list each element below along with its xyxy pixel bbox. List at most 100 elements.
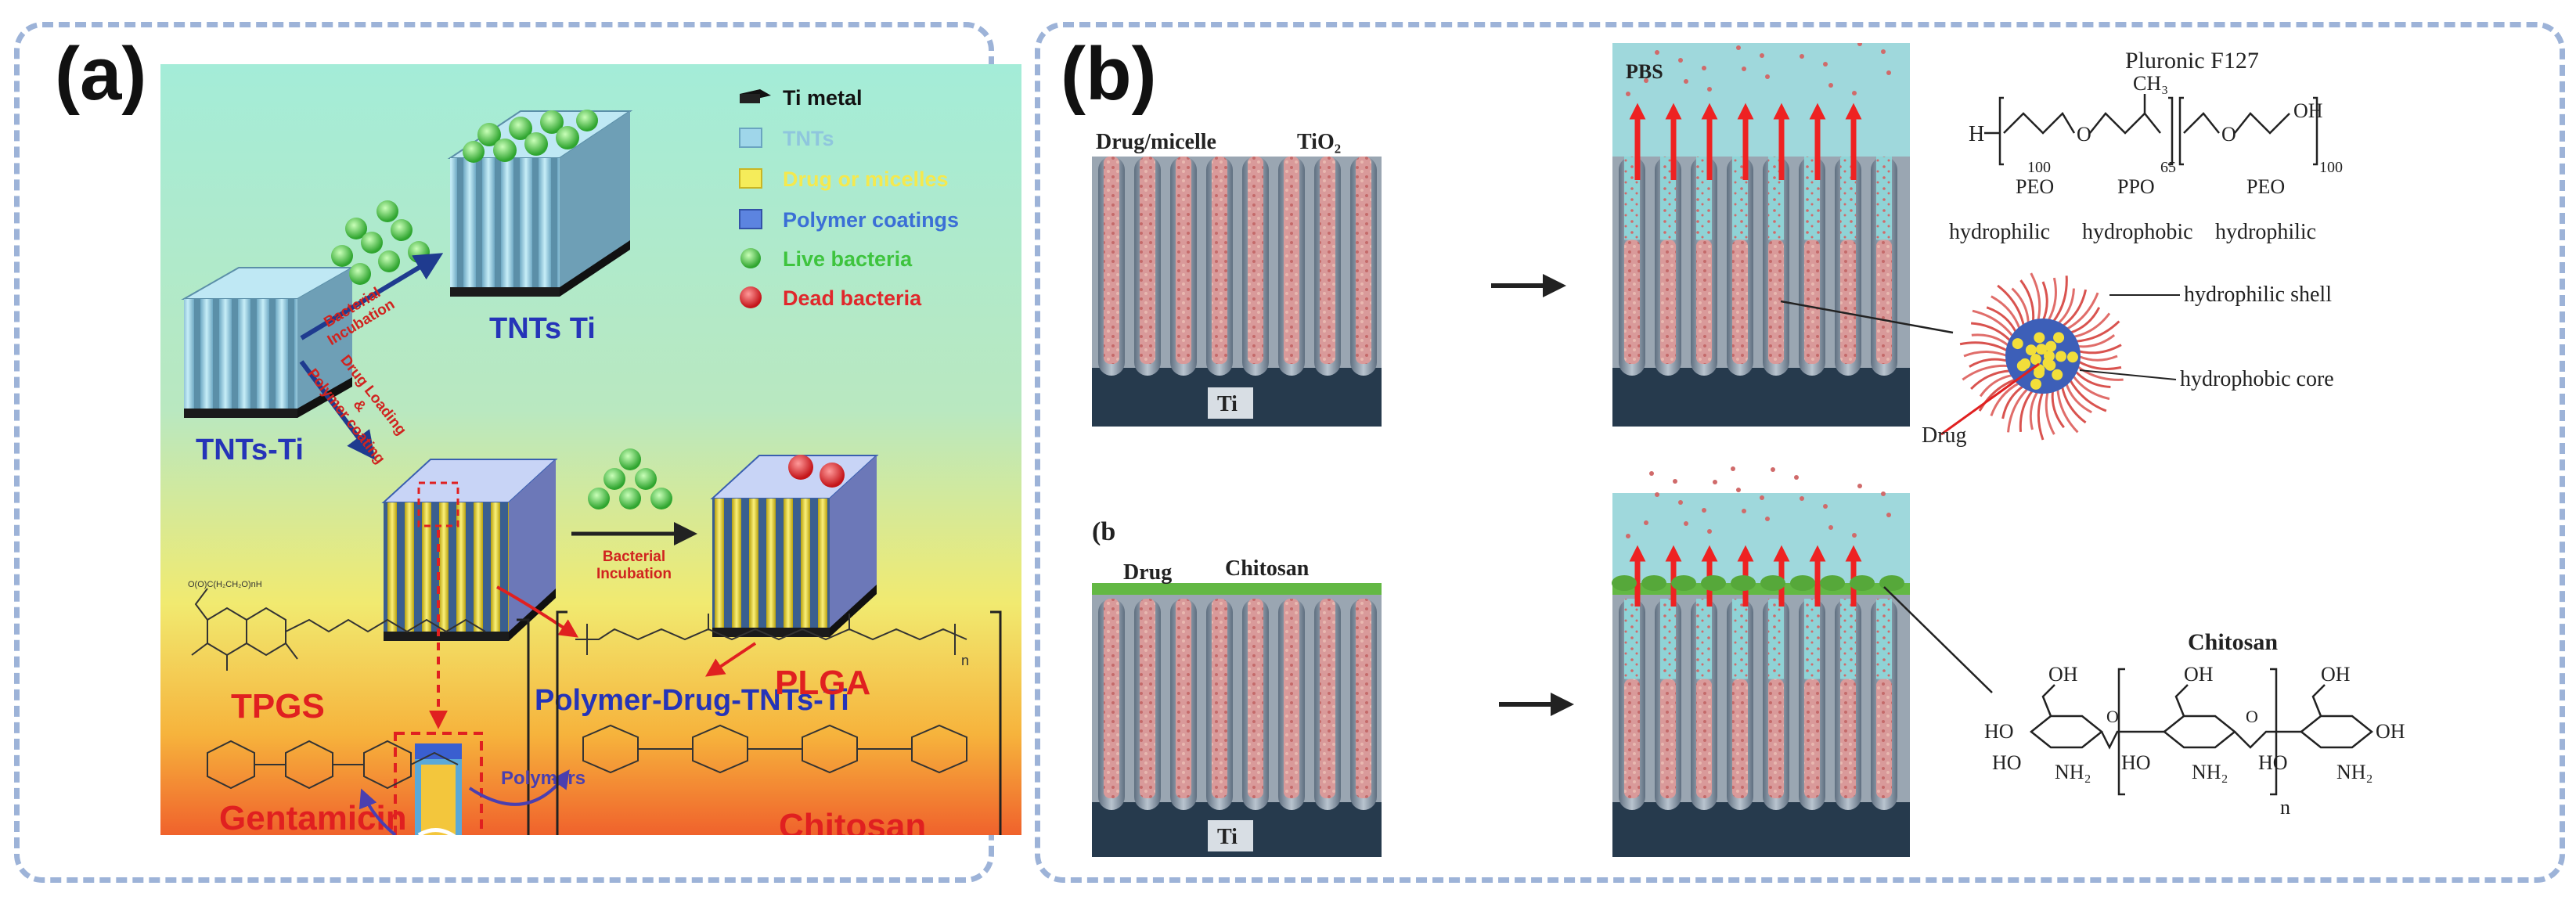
- legend-live-bacteria-icon: [740, 248, 761, 268]
- bacteria-on-top-block: [463, 110, 598, 163]
- bracket-left: [517, 618, 530, 835]
- label-hydrophilic-2: hydrophilic: [2215, 220, 2316, 244]
- bottom-right-array: [1612, 466, 1910, 857]
- label-ti-top: Ti: [1217, 392, 1238, 416]
- panel-b-figure: Drug/micelle TiO₂ Ti PBS Pluronic F127 H…: [1092, 43, 2405, 857]
- label-hydrophobic: hydrophobic: [2082, 220, 2193, 244]
- label-polymers: Polymers: [501, 768, 585, 789]
- panel-b-letter: (b): [1061, 32, 1157, 116]
- arrow-to-drug-loading: [299, 360, 376, 460]
- label-hydrophilic-1: hydrophilic: [1949, 220, 2050, 244]
- arrow-to-tnts-ti: [300, 253, 444, 340]
- panel-a-figure: Ti metal TNTs Drug or micelles Polymer c…: [160, 64, 1021, 835]
- label-tio2: TiO₂: [1297, 130, 1341, 154]
- ti-label-box-top: [1208, 387, 1253, 419]
- dead-bacteria-1: [788, 455, 813, 480]
- top-right-array: [1612, 43, 1910, 427]
- chitosan-structure-a: [582, 724, 967, 774]
- chitosan-nh2-2: NH₂: [2192, 761, 2228, 783]
- chitosan-oh-1: OH: [2048, 663, 2078, 686]
- label-peo-2: PEO: [2246, 175, 2285, 198]
- red-arrow-right: [705, 642, 757, 677]
- panel-a-letter: (a): [55, 32, 147, 116]
- label-pbs: PBS: [1626, 60, 1663, 83]
- pluronic-oh: OH: [2293, 99, 2323, 122]
- label-tnts-ti-left: TNTs-Ti: [196, 434, 304, 466]
- polymer-drug-block-middle: [381, 459, 558, 641]
- pluronic-o1: O: [2077, 123, 2091, 146]
- panel-a-legend: Ti metal TNTs Drug or micelles Polymer c…: [739, 86, 959, 310]
- chitosan-ho-4: HO: [2258, 751, 2288, 774]
- pluronic-o2: O: [2221, 123, 2236, 146]
- drug-tube: [394, 732, 483, 835]
- pbs-region: [1612, 43, 1910, 160]
- chitosan-ho-2: HO: [1992, 751, 2022, 774]
- pluronic-sub-65: 65: [2160, 159, 2176, 176]
- label-ti-bottom: Ti: [1217, 825, 1238, 849]
- label-polymer-drug-tnts-ti: Polymer-Drug-TNTs-Ti: [535, 684, 849, 717]
- label-chitosan-top: Chitosan: [1225, 556, 1310, 581]
- label-plga: PLGA: [775, 664, 870, 702]
- gentamicin-structure: [207, 740, 459, 790]
- micelle: [1940, 272, 2180, 441]
- polymer-drug-block-right: [710, 455, 879, 637]
- legend-drug: [739, 168, 762, 189]
- chitosan-nh2-3: NH₂: [2336, 761, 2373, 783]
- chitosan-o-2: O: [2246, 707, 2258, 726]
- legend-tnts: [739, 128, 762, 148]
- label-drug-bottom: Drug: [1123, 560, 1172, 585]
- label-bacterial-incubation-2a: Bacterial: [603, 549, 665, 565]
- chitosan-o-1: O: [2106, 707, 2119, 726]
- panel-b-letter-2: (b: [1092, 517, 1115, 546]
- bracket-plga-left: [556, 610, 567, 835]
- leader-micelle: [1780, 300, 1954, 334]
- label-ppo: PPO: [2117, 175, 2155, 198]
- panel-b-frame: [1035, 22, 2565, 883]
- pluronic-structure: [1984, 94, 2318, 166]
- chitosan-oh-4: OH: [2376, 720, 2405, 743]
- bacteria-cluster-1: [331, 200, 430, 285]
- pluronic-h: H: [1969, 122, 1984, 146]
- plga-subscript-n: n: [961, 653, 969, 668]
- label-peo-1: PEO: [2016, 175, 2054, 198]
- legend-label-live: Live bacteria: [783, 247, 913, 271]
- legend-polymer: [739, 209, 762, 229]
- label-chitosan-a: Chitosan: [779, 807, 926, 835]
- pluronic-sub-100a: 100: [2027, 159, 2051, 176]
- bracket-plga-right: [990, 610, 1002, 835]
- legend-ti-metal: [740, 89, 771, 103]
- chitosan-ho-1: HO: [1984, 720, 2014, 743]
- leader-chitosan: [1883, 586, 1993, 693]
- chitosan-structure-b: [2029, 668, 2374, 796]
- legend-label-dead: Dead bacteria: [783, 286, 922, 310]
- chitosan-oh-3: OH: [2321, 663, 2351, 686]
- tpgs-structure: [191, 588, 486, 671]
- legend-label-polymer: Polymer coatings: [783, 208, 959, 232]
- top-left-array: [1092, 157, 1382, 427]
- tnts-ti-top-block: [447, 110, 633, 297]
- pluronic-ch3: CH₃: [2133, 72, 2168, 95]
- dead-bacteria-2: [820, 463, 845, 488]
- tnts-ti-left-block: [181, 267, 355, 418]
- chitosan-oh-2: OH: [2184, 663, 2214, 686]
- bottom-left-array: [1092, 583, 1382, 857]
- label-hydrophilic-shell: hydrophilic shell: [2184, 283, 2332, 307]
- label-hydrophobic-core: hydrophobic core: [2180, 367, 2334, 391]
- plga-structure: [575, 614, 967, 655]
- label-drug-top: Drug: [1922, 423, 1967, 448]
- label-chitosan-b: Chitosan: [2188, 629, 2278, 655]
- label-bacterial-incubation-2b: Incubation: [596, 566, 672, 582]
- legend-label-drug: Drug or micelles: [783, 167, 949, 191]
- chitosan-nh2-1: NH₂: [2055, 761, 2091, 783]
- pluronic-sub-100b: 100: [2319, 159, 2343, 176]
- arrow-to-gentamicin: [358, 788, 397, 835]
- label-drug-micelle: Drug/micelle: [1096, 130, 1216, 154]
- red-arrow-left: [496, 585, 578, 638]
- label-pluronic: Pluronic F127: [2125, 48, 2259, 74]
- legend-dead-bacteria-icon: [740, 286, 762, 308]
- legend-label-tnts: TNTs: [783, 127, 834, 150]
- label-tnts-ti-top: TNTs Ti: [489, 312, 596, 345]
- legend-label-ti-metal: Ti metal: [783, 86, 863, 110]
- chitosan-n: n: [2280, 796, 2290, 819]
- zoom-box: [417, 481, 459, 527]
